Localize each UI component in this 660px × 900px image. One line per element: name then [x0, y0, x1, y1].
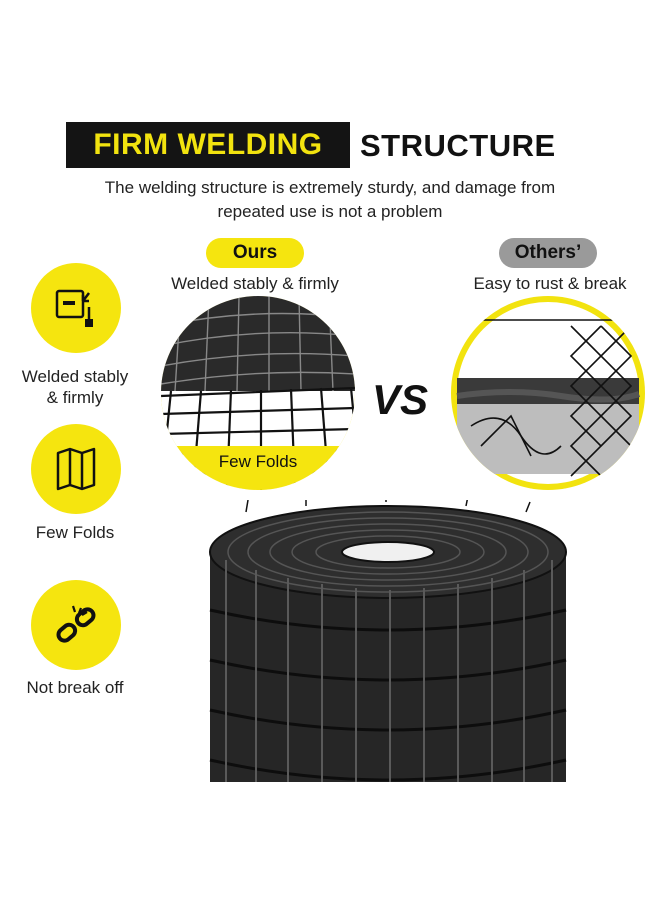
- others-badge: Others’: [499, 238, 597, 268]
- title-highlight-box: FIRM WELDING: [66, 122, 350, 168]
- feature-not-break-label: Not break off: [26, 678, 124, 697]
- others-caption: Easy to rust & break: [473, 274, 627, 293]
- title-highlight: FIRM WELDING: [93, 128, 323, 161]
- wire-mesh-roll: [209, 492, 567, 782]
- subtitle: The welding structure is extremely sturd…: [40, 176, 620, 224]
- feature-welded-line-1: Welded stably: [21, 367, 129, 386]
- ours-mesh-image: Few Folds: [161, 296, 355, 490]
- welded-panel-icon: [55, 289, 93, 327]
- subtitle-line-1: The welding structure is extremely sturd…: [104, 178, 556, 197]
- feature-welded-line-2: & firmly: [46, 388, 104, 407]
- ours-badge: Ours: [206, 238, 304, 268]
- feature-few-folds-label: Few Folds: [35, 523, 115, 542]
- ours-caption: Welded stably & firmly: [171, 274, 339, 293]
- feature-welded-label: Welded stably & firmly: [0, 366, 150, 408]
- subtitle-line-2: repeated use is not a problem: [217, 202, 443, 221]
- chain-link-illustration: [456, 302, 641, 484]
- ours-inset-label: Few Folds: [218, 452, 298, 471]
- title-rest: STRUCTURE: [360, 128, 556, 163]
- folded-map-icon: [56, 447, 96, 491]
- folded-map-icon-circle: [31, 424, 121, 514]
- broken-chain-icon-circle: [31, 580, 121, 670]
- vs-label: VS: [372, 376, 429, 423]
- welded-panel-icon-circle: [31, 263, 121, 353]
- others-mesh-image: [451, 296, 645, 490]
- mesh-roll-image: [186, 492, 596, 787]
- broken-chain-icon: [56, 605, 96, 643]
